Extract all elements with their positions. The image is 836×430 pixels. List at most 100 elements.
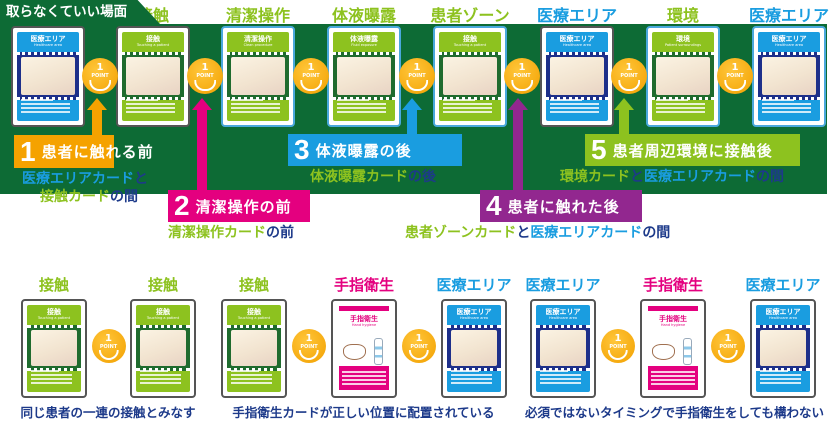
point-label: POINT bbox=[513, 73, 531, 79]
description-line: 環境カードと医療エリアカードの間 bbox=[560, 168, 784, 186]
text-line bbox=[656, 106, 705, 109]
card-illustration-frame bbox=[333, 52, 395, 100]
card-subtitle: Healthcare area bbox=[34, 43, 62, 47]
sequence-label: 体液曝露 bbox=[331, 6, 396, 25]
point-number: 1 bbox=[413, 62, 421, 73]
card-description bbox=[451, 368, 497, 388]
text-line bbox=[231, 370, 259, 373]
description-segment: と bbox=[134, 171, 148, 187]
text-line bbox=[231, 110, 280, 113]
card-subtitle: Touching a patient bbox=[136, 43, 170, 47]
point-label: POINT bbox=[408, 73, 426, 79]
text-line bbox=[762, 110, 811, 113]
exception-card-label: 接触 bbox=[238, 276, 269, 294]
sequence-label: 患者ゾーン bbox=[430, 6, 510, 25]
arrow-shaft bbox=[197, 110, 207, 192]
card-illustration-frame bbox=[227, 324, 281, 372]
hands-icon bbox=[406, 80, 428, 91]
text-line bbox=[651, 383, 695, 386]
card-illustration-frame bbox=[439, 52, 501, 100]
moment-arrow bbox=[87, 98, 107, 135]
text-line bbox=[651, 371, 695, 374]
card-title: 接触 bbox=[247, 308, 261, 316]
card-illustration bbox=[21, 57, 75, 95]
arrow-shaft bbox=[407, 110, 417, 135]
sequence-label: 清潔操作 bbox=[225, 6, 290, 25]
arrow-head bbox=[192, 98, 212, 110]
arrow-shaft bbox=[92, 110, 102, 135]
text-line bbox=[342, 383, 386, 386]
moment-title: 体液曝露の後 bbox=[315, 141, 412, 160]
card-subtitle: Healthcare area bbox=[549, 316, 577, 320]
card-title: 医療エリア bbox=[559, 35, 595, 43]
card-description bbox=[126, 97, 180, 117]
moment-description: 体液曝露カードの後 bbox=[310, 168, 436, 186]
exception-card-label: 医療エリア bbox=[745, 276, 821, 294]
moment-description: 患者ゾーンカードと医療エリアカードの間 bbox=[405, 224, 670, 242]
arrow-head bbox=[87, 98, 107, 110]
description-line: 患者ゾーンカードと医療エリアカードの間 bbox=[405, 224, 670, 242]
point-label: POINT bbox=[302, 73, 320, 79]
arrow-shaft bbox=[513, 110, 523, 192]
text-line bbox=[126, 98, 159, 101]
text-line bbox=[656, 102, 705, 105]
card-illustration bbox=[760, 329, 806, 367]
card-illustration bbox=[762, 57, 816, 95]
point-number: 1 bbox=[305, 333, 313, 344]
point-number: 1 bbox=[415, 333, 423, 344]
text-line bbox=[337, 110, 386, 113]
description-segment: 体液曝露カード bbox=[310, 169, 408, 185]
card-description bbox=[21, 97, 75, 117]
description-segment: 患者ゾーンカード bbox=[405, 225, 517, 241]
card-illustration-frame bbox=[652, 52, 714, 100]
exception-card-label: 医療エリア bbox=[436, 276, 512, 294]
card-illustration bbox=[231, 57, 285, 95]
card-description bbox=[231, 368, 277, 388]
text-line bbox=[140, 378, 182, 381]
exception-caption: 同じ患者の一連の接触とみなす bbox=[20, 405, 196, 420]
card-illustration bbox=[540, 329, 586, 367]
card-illustration bbox=[126, 57, 180, 95]
card-illustration bbox=[31, 329, 77, 367]
bottle-icon bbox=[374, 337, 384, 365]
text-line bbox=[337, 102, 386, 105]
moment-arrow bbox=[508, 98, 528, 192]
point-label: POINT bbox=[620, 73, 638, 79]
card-illustration bbox=[451, 329, 497, 367]
text-line bbox=[21, 110, 70, 113]
exception-caption: 手指衛生カードが正しい位置に配置されている bbox=[232, 405, 495, 420]
exception-card-label: 接触 bbox=[147, 276, 178, 294]
moment-number: 2 bbox=[174, 190, 190, 221]
card-title: 医療エリア bbox=[545, 308, 581, 316]
description-line: 清潔操作カードの前 bbox=[168, 224, 294, 242]
description-segment: 清潔操作カード bbox=[168, 225, 266, 241]
text-line bbox=[550, 106, 599, 109]
text-line bbox=[140, 370, 168, 373]
moment-description: 医療エリアカードと接触カードの間 bbox=[22, 170, 148, 206]
text-line bbox=[31, 370, 59, 373]
card-description bbox=[337, 97, 391, 117]
bottle-icon bbox=[683, 337, 693, 365]
description-segment: と bbox=[630, 169, 644, 185]
hands-icon bbox=[511, 80, 533, 91]
hands-icon bbox=[343, 344, 367, 361]
